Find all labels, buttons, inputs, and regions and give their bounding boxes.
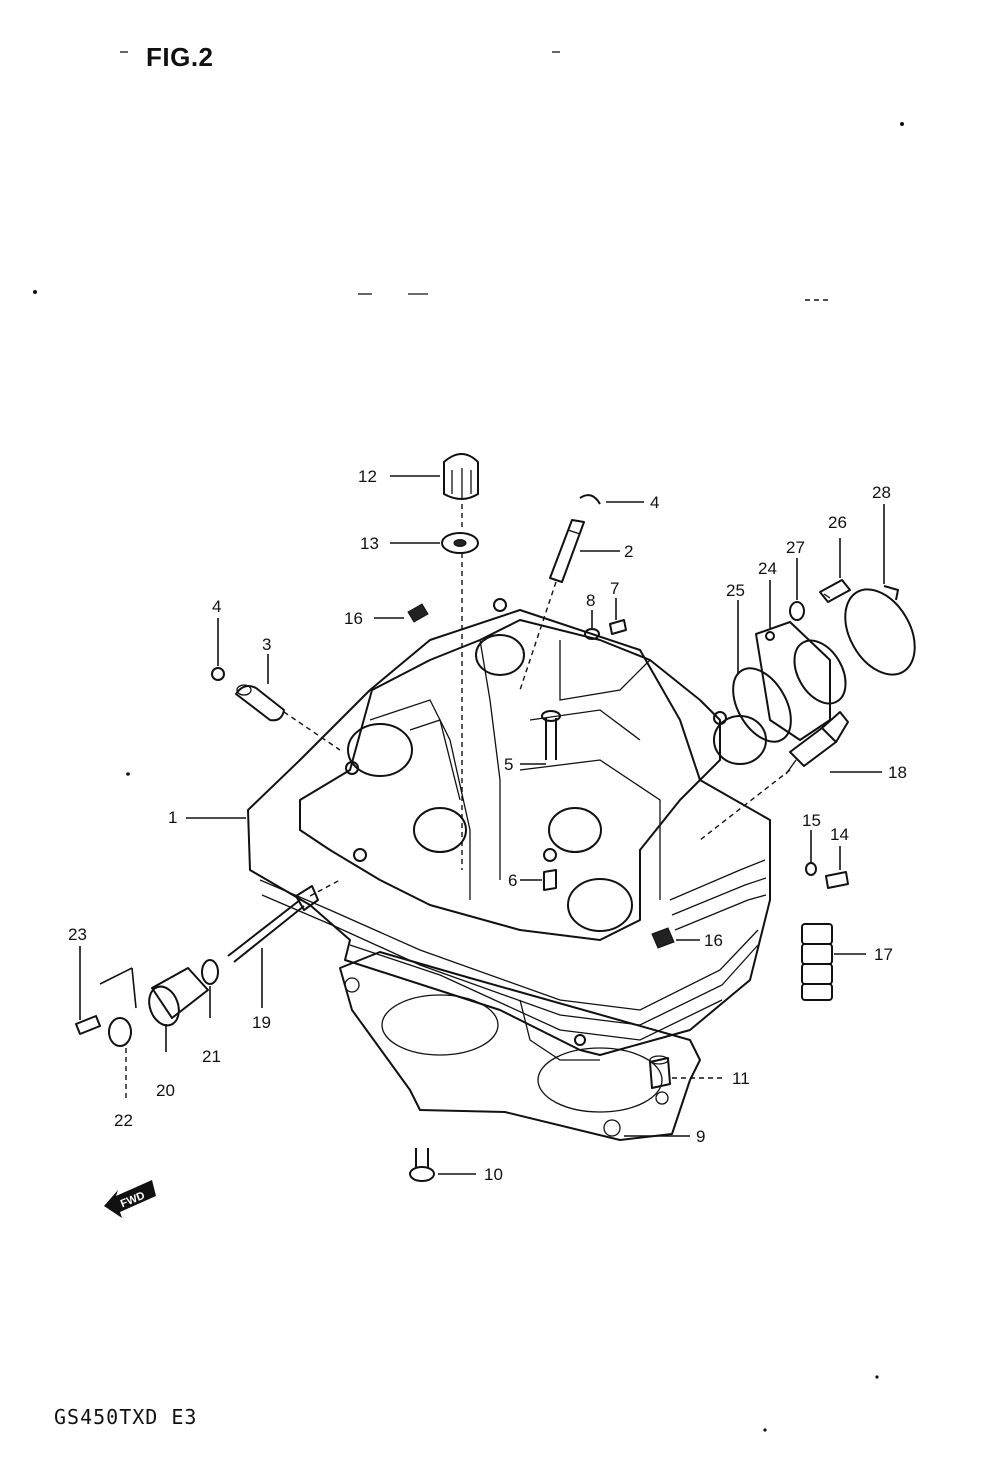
cylinder-head (247, 598, 771, 1061)
head-gasket (339, 951, 701, 1141)
callout-8: 8 (586, 591, 595, 610)
part-8-washer (584, 628, 600, 640)
callout-17: 17 (874, 945, 893, 964)
part-7-bolt (609, 619, 627, 635)
part-16-dowel-lower (651, 927, 675, 949)
part-4-clip-top (579, 494, 601, 505)
callout-25: 25 (726, 581, 745, 600)
callout-21: 21 (202, 1047, 221, 1066)
part-20-housing (148, 967, 209, 1027)
part-26-screw (819, 579, 851, 603)
forward-arrow-icon: FWD (104, 1180, 156, 1218)
part-10-bolt (409, 1148, 435, 1182)
callout-6: 6 (508, 871, 517, 890)
callout-12: 12 (358, 467, 377, 486)
callout-26: 26 (828, 513, 847, 532)
callout-9: 9 (696, 1127, 705, 1146)
callout-14: 14 (830, 825, 849, 844)
callout-1: 1 (168, 808, 177, 827)
part-2-pin (549, 519, 585, 583)
callout-16: 16 (344, 609, 363, 628)
callout-labels: 12 13 4 2 8 7 16 4 3 1 5 6 16 25 24 27 2… (68, 467, 907, 1184)
forward-label: FWD (119, 1190, 147, 1211)
part-27-washer (789, 601, 805, 621)
part-23-screw (75, 1015, 101, 1035)
callout-7: 7 (610, 579, 619, 598)
part-16-dowel-top (407, 603, 429, 623)
part-13-washer (441, 532, 479, 554)
part-12-cap (443, 453, 479, 500)
model-code: GS450TXD E3 (54, 1405, 198, 1429)
part-19-drive-shaft (227, 885, 319, 963)
callout-11: 11 (732, 1069, 750, 1088)
callout-13: 13 (360, 534, 379, 553)
part-4-clip-left (211, 667, 225, 681)
part-14-screw (825, 871, 849, 889)
callout-22: 22 (114, 1111, 133, 1130)
callout-3: 3 (262, 635, 271, 654)
part-25-o-ring (732, 667, 792, 743)
part-3-pin (235, 684, 285, 722)
callout-4-left: 4 (212, 597, 221, 616)
part-24-intake-pipe (755, 621, 847, 741)
callout-28: 28 (872, 483, 891, 502)
part-6-dowel (543, 869, 557, 891)
part-15-washer (805, 862, 817, 876)
callout-24: 24 (758, 559, 777, 578)
callout-10: 10 (484, 1165, 503, 1184)
callout-20: 20 (156, 1081, 175, 1100)
part-22-seal (108, 1017, 132, 1047)
callout-27: 27 (786, 538, 805, 557)
callout-4: 4 (650, 493, 659, 512)
callout-2: 2 (624, 542, 633, 561)
part-28-clamp (844, 585, 916, 676)
callout-16-lower: 16 (704, 931, 723, 950)
part-21-o-ring (201, 959, 219, 985)
callout-19: 19 (252, 1013, 271, 1032)
callout-23: 23 (68, 925, 87, 944)
callout-18: 18 (888, 763, 907, 782)
callout-15: 15 (802, 811, 821, 830)
scan-marks (33, 51, 904, 1432)
part-5-bolt (541, 710, 561, 760)
callout-5: 5 (504, 755, 513, 774)
figure-title: FIG.2 (146, 42, 214, 72)
leader-lines (79, 475, 885, 1175)
part-11-dowel (649, 1055, 671, 1089)
part-17-grommets (801, 923, 833, 1001)
part-18-spark-plug (785, 711, 849, 775)
